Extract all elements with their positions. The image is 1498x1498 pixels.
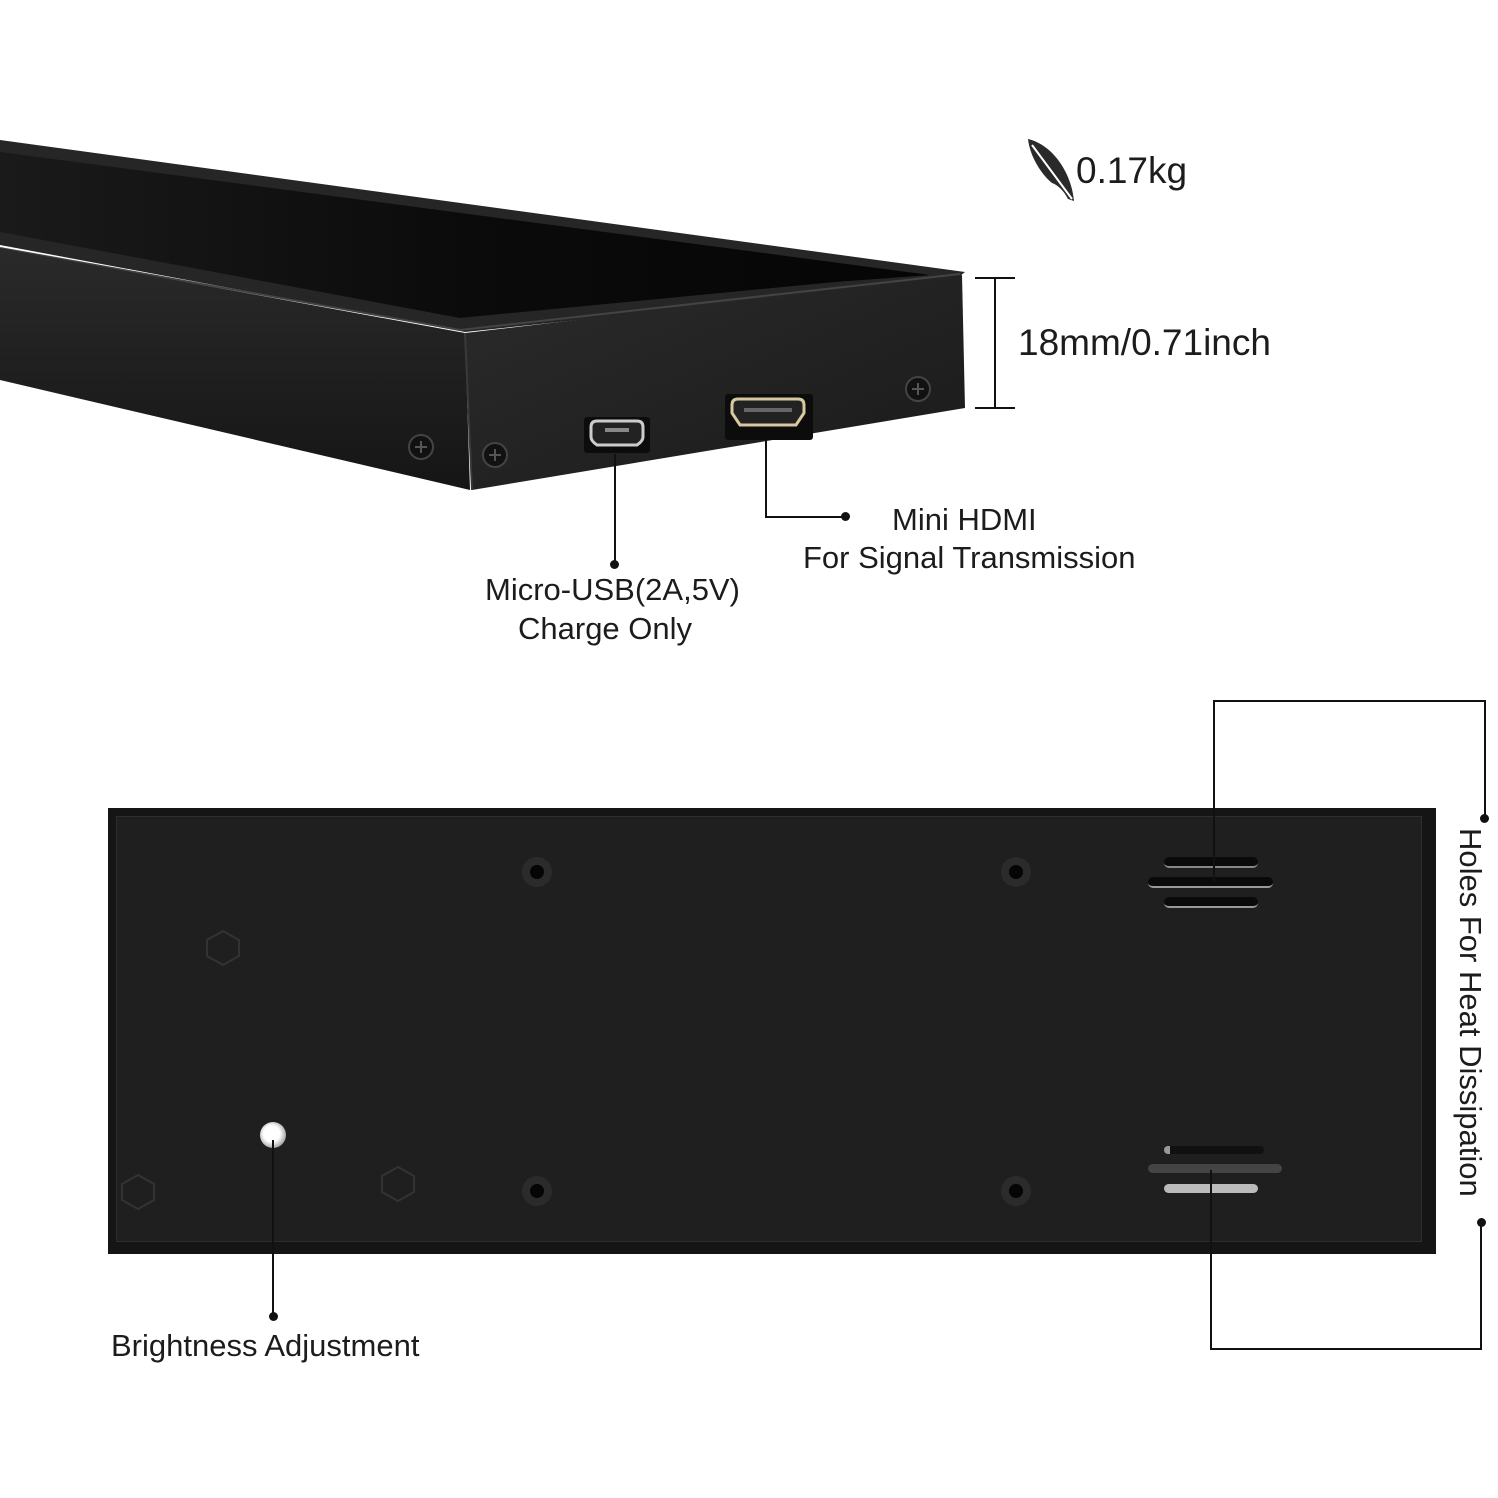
micro-usb-sublabel: Charge Only — [518, 611, 693, 646]
weight-spec: 0.17kg — [1024, 130, 1224, 210]
micro-usb-label: Micro-USB(2A,5V) — [485, 572, 740, 607]
mini-hdmi-callout-line-h — [765, 516, 845, 518]
brightness-callout-dot — [269, 1312, 278, 1321]
vents-callout-bottom-v — [1210, 1170, 1212, 1350]
mounting-hole — [520, 855, 554, 889]
brightness-callout-line — [272, 1140, 274, 1316]
vents-callout-right-bottom — [1480, 1222, 1482, 1350]
micro-usb-callout-line — [614, 454, 616, 564]
mini-hdmi-callout-line-v — [765, 440, 767, 518]
thickness-bracket-vertical — [994, 277, 996, 409]
micro-usb-callout-dot — [610, 560, 619, 569]
hex-standoff — [378, 1164, 418, 1204]
vent-slots-top — [1146, 855, 1276, 920]
vents-label: Holes For Heat Dissipation — [1453, 828, 1488, 1197]
vents-callout-right-top — [1484, 700, 1486, 818]
mounting-hole — [999, 1174, 1033, 1208]
vents-callout-top-v — [1213, 700, 1215, 882]
hex-standoff — [118, 1172, 158, 1212]
vents-callout-bottom-h — [1210, 1348, 1482, 1350]
feather-icon — [1024, 135, 1078, 205]
vents-callout-top-h — [1213, 700, 1485, 702]
mounting-hole — [999, 855, 1033, 889]
vent-slots-bottom — [1146, 1140, 1286, 1210]
mini-hdmi-label: Mini HDMI — [892, 502, 1037, 537]
screw-icon — [406, 432, 436, 462]
thickness-value: 18mm/0.71inch — [1018, 322, 1271, 363]
mini-hdmi-callout-dot — [841, 512, 850, 521]
mounting-hole — [520, 1174, 554, 1208]
mini-hdmi-sublabel: For Signal Transmission — [803, 540, 1136, 575]
screw-icon — [480, 440, 510, 470]
vents-callout-dot-top — [1480, 814, 1489, 823]
mini-hdmi-port — [724, 393, 814, 441]
micro-usb-port — [583, 415, 651, 455]
hex-standoff — [203, 928, 243, 968]
weight-value: 0.17kg — [1076, 150, 1188, 191]
vents-callout-dot-bottom — [1477, 1218, 1486, 1227]
thickness-bracket-bottom — [975, 407, 1015, 409]
brightness-label: Brightness Adjustment — [111, 1328, 420, 1363]
screw-icon — [903, 374, 933, 404]
